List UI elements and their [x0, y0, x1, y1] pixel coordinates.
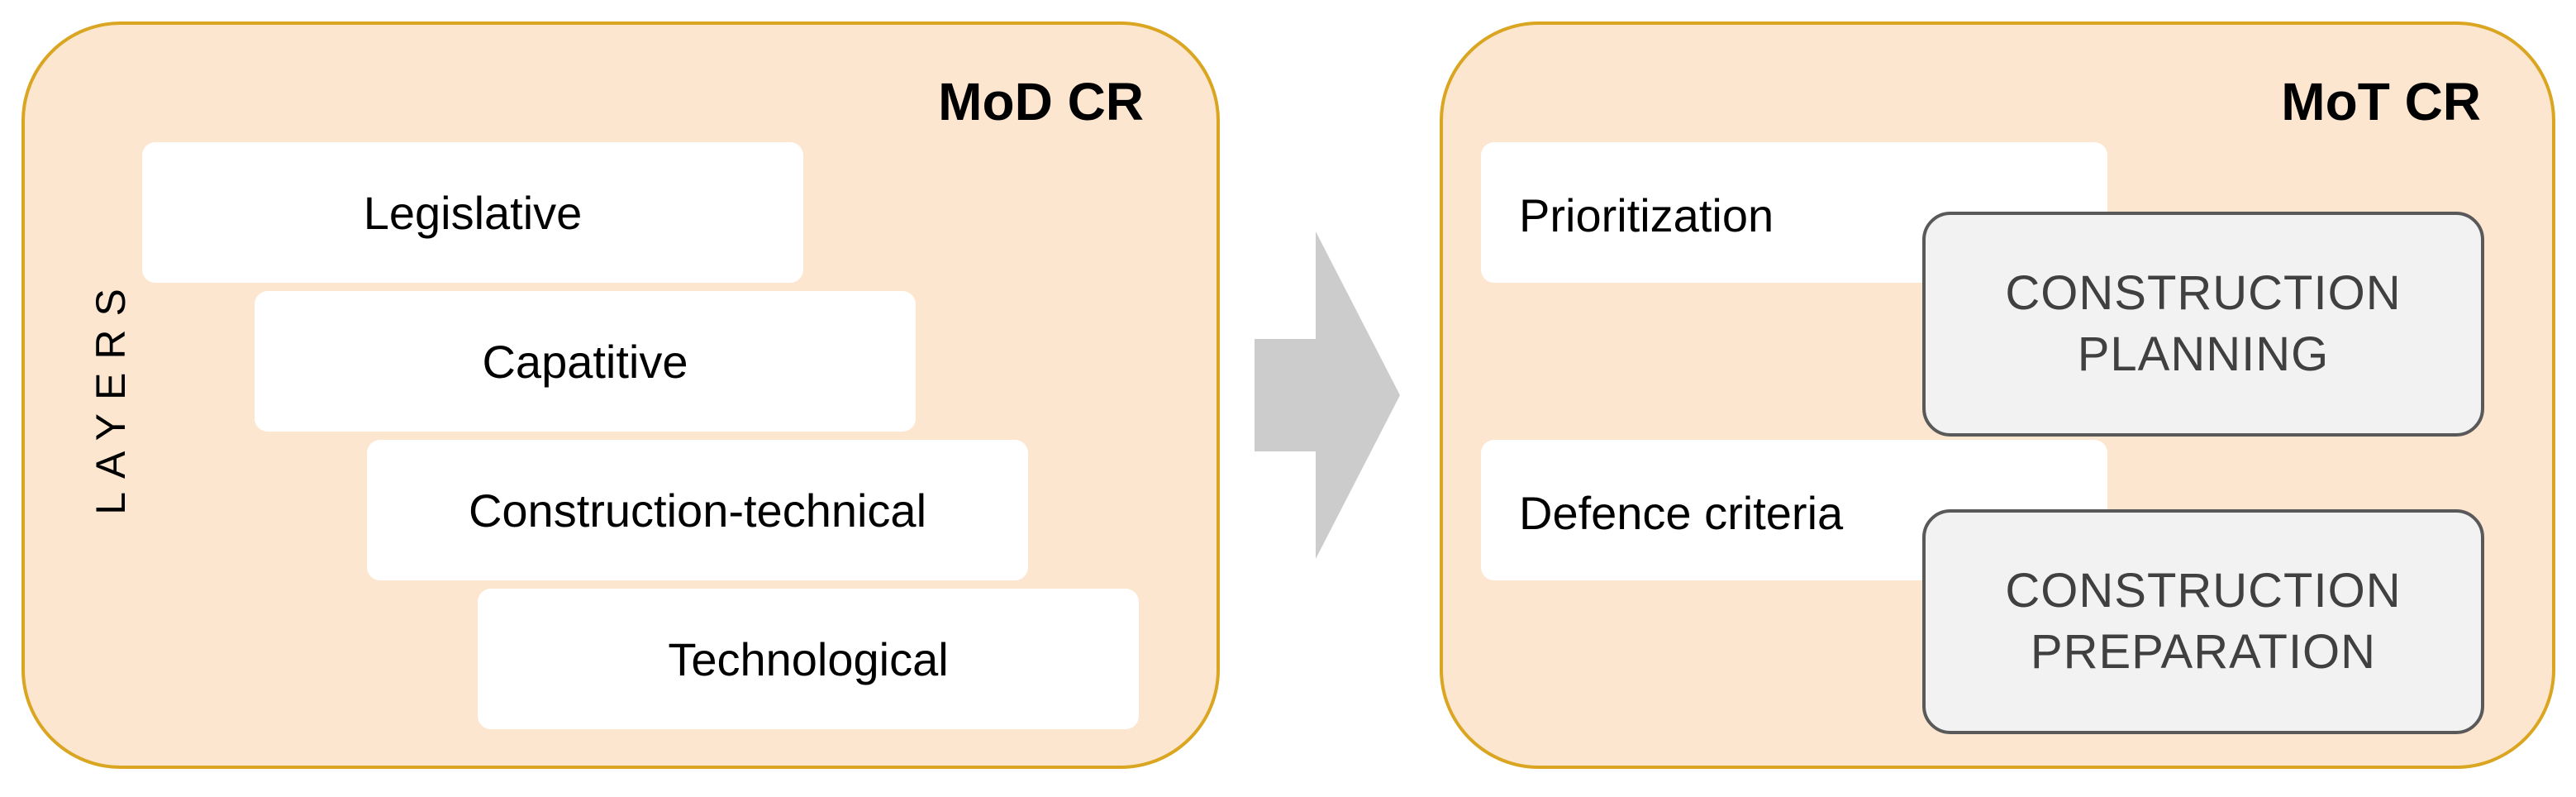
- layer-capatitive: Capatitive: [255, 291, 916, 432]
- stage-line-2: PREPARATION: [2030, 625, 2377, 679]
- mot-cr-title: MoT CR: [2281, 72, 2481, 131]
- stage-line-2: PLANNING: [2077, 327, 2330, 381]
- stage-construction-planning: CONSTRUCTION PLANNING: [1922, 212, 2484, 437]
- layer-construction-technical: Construction-technical: [367, 440, 1028, 580]
- right-arrow-icon: [1255, 231, 1400, 559]
- layer-technological: Technological: [478, 589, 1139, 729]
- layers-axis-label: LAYERS: [78, 25, 144, 766]
- stage-line-1: CONSTRUCTION: [2005, 563, 2402, 618]
- mod-cr-panel: MoD CR LAYERS Legislative Capatitive Con…: [21, 21, 1220, 769]
- mot-cr-panel: MoT CR Prioritization Defence criteria C…: [1440, 21, 2555, 769]
- layers-label-text: LAYERS: [88, 275, 135, 515]
- stage-line-1: CONSTRUCTION: [2005, 265, 2402, 320]
- mod-cr-title: MoD CR: [938, 72, 1144, 131]
- stage-construction-preparation: CONSTRUCTION PREPARATION: [1922, 509, 2484, 734]
- layer-legislative: Legislative: [142, 142, 803, 283]
